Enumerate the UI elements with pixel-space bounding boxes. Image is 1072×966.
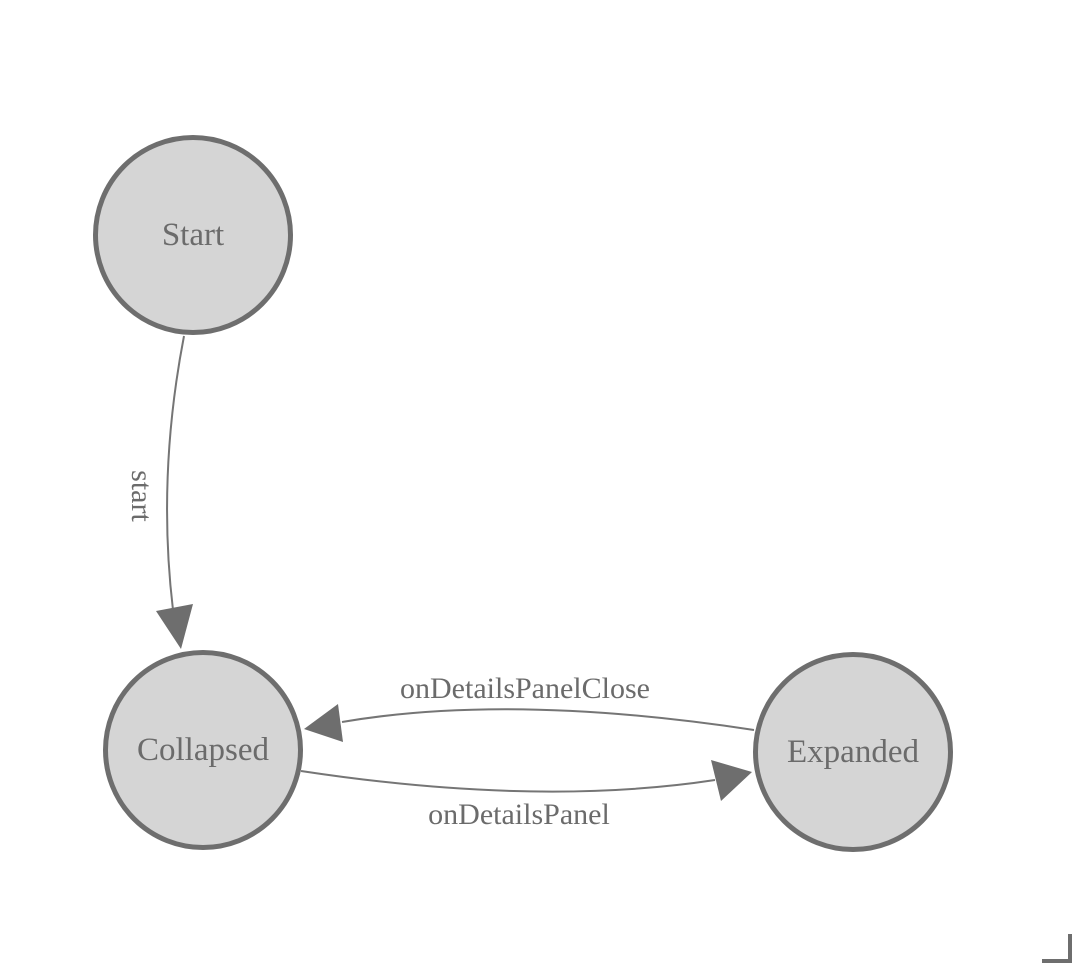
edge-label-start: start (125, 470, 158, 522)
state-label-start: Start (161, 216, 225, 253)
arrowhead-into-collapsed-right (304, 704, 343, 742)
state-node-start[interactable]: Start (93, 135, 293, 335)
arrowhead-into-collapsed-top (156, 604, 193, 649)
canvas-corner-handle (1042, 934, 1072, 963)
state-label-collapsed: Collapsed (137, 731, 269, 768)
edge-label-ondetailspanel: onDetailsPanel (428, 798, 610, 831)
edge-collapsed-to-expanded (300, 770, 716, 793)
edge-label-ondetailspanelclose: onDetailsPanelClose (400, 672, 650, 705)
state-label-expanded: Expanded (787, 733, 919, 770)
edge-expanded-to-collapsed (341, 708, 755, 731)
arrowhead-into-expanded (711, 760, 752, 801)
state-node-expanded[interactable]: Expanded (753, 652, 953, 852)
state-node-collapsed[interactable]: Collapsed (103, 650, 303, 850)
edge-start-to-collapsed (166, 335, 185, 611)
